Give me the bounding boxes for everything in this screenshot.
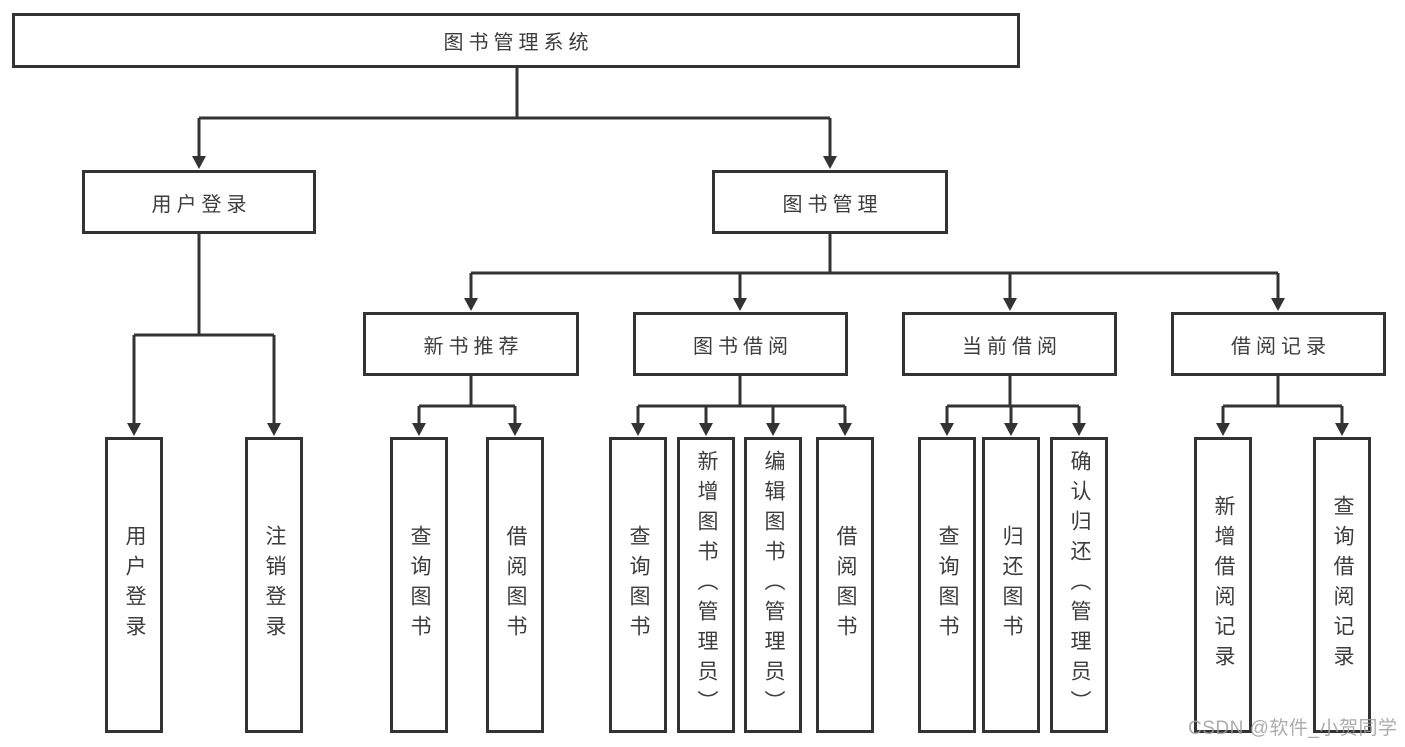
leaf-confirm-return-admin: 确认归还（管理员） (1050, 437, 1108, 733)
node-root-system: 图书管理系统 (12, 13, 1020, 68)
leaf-query-borrow-record-label: 查询借阅记录 (1331, 495, 1354, 675)
leaf-borrow-books: 借阅图书 (816, 437, 874, 733)
leaf-return-books-label: 归还图书 (1000, 525, 1023, 645)
leaf-edit-books-admin-label: 编辑图书（管理员） (762, 450, 785, 720)
csdn-watermark: CSDN @软件_小贺同学 (1188, 718, 1398, 739)
leaf-confirm-return-admin-label: 确认归还（管理员） (1068, 450, 1091, 720)
node-book-borrowing: 图书借阅 (633, 312, 848, 376)
leaf-newbook-borrow-books: 借阅图书 (486, 437, 544, 733)
arrowheads (127, 156, 1349, 436)
node-book-management: 图书管理 (712, 170, 948, 234)
leaf-newbook-query-books: 查询图书 (390, 437, 448, 733)
leaf-user-login-label: 用户登录 (123, 525, 146, 645)
leaf-add-borrow-record-label: 新增借阅记录 (1212, 495, 1235, 675)
leaf-borrow-query-books-label: 查询图书 (627, 525, 650, 645)
leaf-current-query-books-label: 查询图书 (936, 525, 959, 645)
node-borrowing-records: 借阅记录 (1171, 312, 1386, 376)
node-new-book-recommend: 新书推荐 (363, 312, 579, 376)
leaf-return-books: 归还图书 (982, 437, 1040, 733)
connector-paths (132, 68, 1344, 424)
leaf-query-borrow-record: 查询借阅记录 (1313, 437, 1371, 733)
node-current-borrowing: 当前借阅 (902, 312, 1117, 376)
leaf-logout: 注销登录 (245, 437, 303, 733)
leaf-logout-label: 注销登录 (263, 525, 286, 645)
leaf-newbook-query-books-label: 查询图书 (408, 525, 431, 645)
leaf-borrow-query-books: 查询图书 (609, 437, 667, 733)
node-user-login: 用户登录 (82, 170, 316, 234)
leaf-edit-books-admin: 编辑图书（管理员） (744, 437, 802, 733)
leaf-user-login: 用户登录 (105, 437, 163, 733)
leaf-add-borrow-record: 新增借阅记录 (1194, 437, 1252, 733)
leaf-current-query-books: 查询图书 (918, 437, 976, 733)
leaf-borrow-books-label: 借阅图书 (834, 525, 857, 645)
leaf-add-books-admin: 新增图书（管理员） (677, 437, 735, 733)
leaf-newbook-borrow-books-label: 借阅图书 (504, 525, 527, 645)
leaf-add-books-admin-label: 新增图书（管理员） (695, 450, 718, 720)
